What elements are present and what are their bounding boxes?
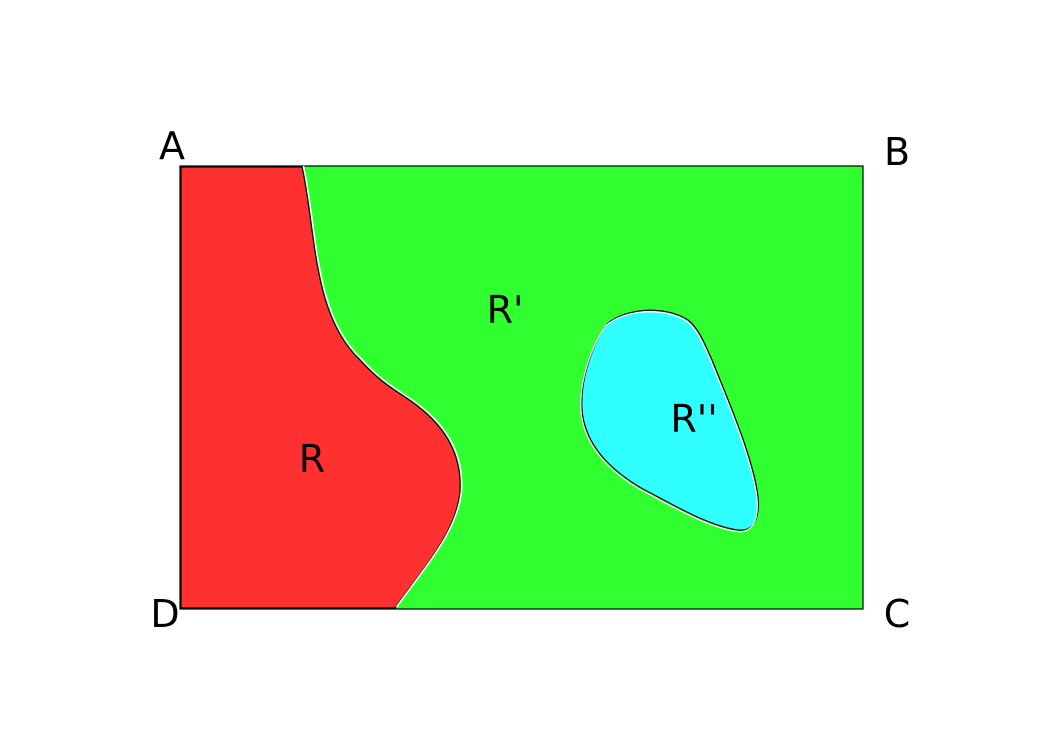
- region-r-shape: [180, 166, 461, 609]
- region-r-double-prime-outline: [580, 311, 758, 533]
- region-r-prime-label: R': [487, 288, 524, 332]
- corner-label-b: B: [884, 130, 910, 174]
- corner-label-a: A: [159, 124, 185, 168]
- region-r-outline: [302, 165, 463, 608]
- corner-label-c: C: [884, 592, 911, 636]
- region-r-double-prime-label: R'': [670, 397, 717, 441]
- region-r-label: R: [299, 437, 325, 481]
- corner-label-d: D: [150, 592, 179, 636]
